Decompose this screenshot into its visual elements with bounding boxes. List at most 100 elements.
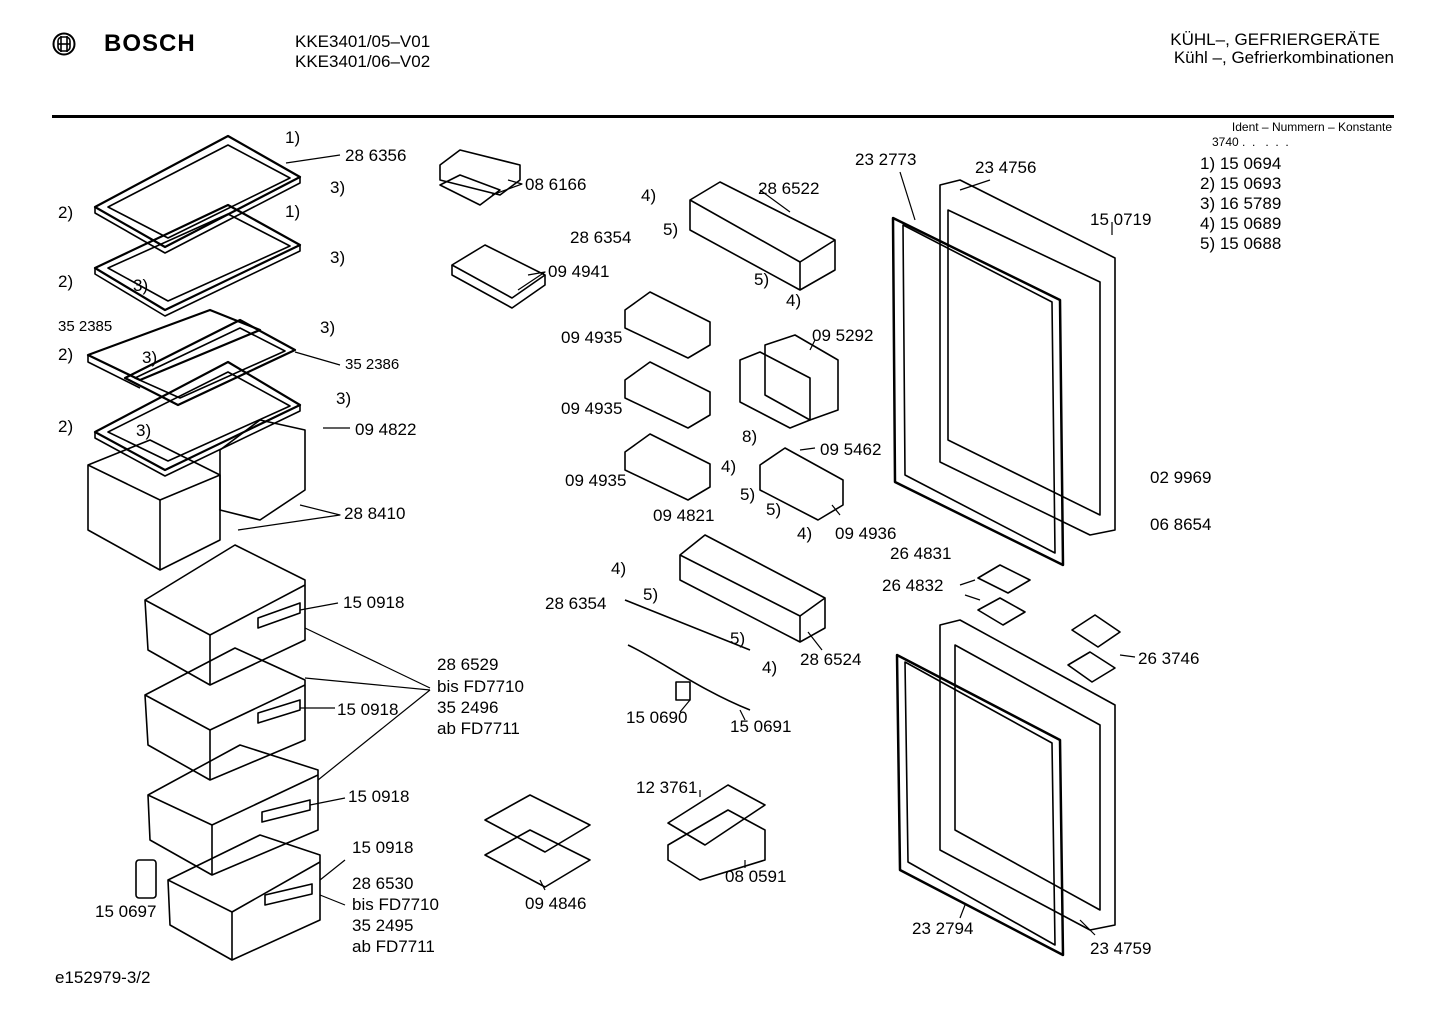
callout-4: 4): [786, 291, 802, 310]
callout-4: 4): [797, 524, 813, 543]
part-label: 06 8654: [1150, 515, 1212, 534]
part-label: 23 2794: [912, 919, 974, 938]
glass-shelf-bottom: [93, 360, 302, 477]
rail-286354: [624, 599, 751, 651]
part-label: 15 0918: [337, 700, 399, 719]
part-label: 09 4935: [561, 399, 623, 418]
part-label: 09 4935: [561, 328, 623, 347]
callout-5: 5): [766, 500, 782, 519]
freezer-door-seal: [895, 653, 1065, 957]
callout-3: 3): [133, 276, 149, 295]
part-label: 15 0690: [626, 708, 688, 727]
callout-2: 2): [58, 203, 74, 222]
dairy-compartment: [739, 334, 839, 429]
switch-150690: [675, 681, 691, 701]
part-label: bis FD7710: [437, 677, 524, 696]
callout-2: 2): [58, 345, 74, 364]
callout-1: 1): [285, 128, 301, 147]
part-label: 09 4822: [355, 420, 417, 439]
cable-150691: [627, 644, 751, 711]
legend-item: 5) 15 0688: [1200, 234, 1282, 253]
ice-cube-tray-123761: [667, 784, 766, 881]
part-label: bis FD7710: [352, 895, 439, 914]
callout-3: 3): [136, 421, 152, 440]
model-line-1: KKE3401/05–V01: [295, 32, 431, 51]
header-rule: [52, 115, 1394, 118]
callout-3: 3): [320, 318, 336, 337]
crisper-drawer-1: [144, 544, 306, 686]
callout-2: 2): [58, 417, 74, 436]
small-bins-pair: [87, 419, 306, 571]
callout-4: 4): [721, 457, 737, 476]
part-label: 35 2386: [345, 356, 400, 373]
door-shelf-286524: [679, 534, 826, 643]
callout-5: 5): [663, 220, 679, 239]
part-label: 23 4759: [1090, 939, 1152, 958]
part-label: 26 3746: [1138, 649, 1200, 668]
legend-item: 1) 15 0694: [1200, 154, 1282, 173]
part-label: 09 5462: [820, 440, 882, 459]
door-bins-094935: [624, 291, 711, 501]
callout-3: 3): [330, 178, 346, 197]
part-label: ab FD7711: [437, 719, 520, 738]
door-shelf-286522: [689, 181, 836, 291]
part-label: 35 2385: [58, 318, 113, 335]
part-label: 09 4935: [565, 471, 627, 490]
part-label: 28 6356: [345, 146, 407, 165]
part-label: 15 0691: [730, 717, 792, 736]
part-label: 09 4821: [653, 506, 715, 525]
part-label: 02 9969: [1150, 468, 1212, 487]
part-label: 15 0918: [343, 593, 405, 612]
callout-5: 5): [754, 270, 770, 289]
crisper-drawer-2: [144, 647, 306, 781]
freezer-flap-264831: [977, 564, 1031, 626]
part-label: 28 6522: [758, 179, 820, 198]
ice-tray-094846: [484, 794, 591, 888]
brand-name: BOSCH: [104, 30, 196, 57]
part-label: 23 4756: [975, 158, 1037, 177]
part-label: 35 2495: [352, 916, 414, 935]
part-label: 15 0697: [95, 902, 157, 921]
part-label: 08 6166: [525, 175, 587, 194]
fridge-door-inner: [939, 179, 1116, 536]
legend-item: 2) 15 0693: [1200, 174, 1282, 193]
callout-4: 4): [611, 559, 627, 578]
part-label: 28 6354: [545, 594, 607, 613]
seal-part-150697: [135, 859, 157, 899]
freezer-door-inner: [939, 619, 1116, 931]
category-line-2: Kühl –, Gefrierkombinationen: [1173, 48, 1394, 67]
legend-item: 3) 16 5789: [1200, 194, 1282, 213]
callout-4: 4): [762, 658, 778, 677]
egg-tray: [451, 244, 546, 309]
part-label: 12 3761: [636, 778, 698, 797]
model-line-2: KKE3401/06–V02: [295, 52, 431, 71]
part-label: 28 6354: [570, 228, 632, 247]
part-label: 28 6530: [352, 874, 414, 893]
part-label: 09 4936: [835, 524, 897, 543]
door-bin-094936: [759, 447, 844, 521]
split-glass-shelf: [86, 308, 297, 407]
category-line-1: KÜHL–, GEFRIERGERÄTE: [1170, 30, 1380, 49]
hinge-263746: [1067, 614, 1121, 683]
part-label: 15 0918: [352, 838, 414, 857]
callout-3: 3): [142, 348, 158, 367]
part-label: 15 0918: [348, 787, 410, 806]
konstante-value: 3740 . . . . .: [1212, 135, 1289, 149]
part-label: ab FD7711: [352, 937, 435, 956]
leader-lines: [237, 154, 1136, 936]
part-label: 09 4846: [525, 894, 587, 913]
bosch-logo-icon: [52, 32, 76, 56]
butter-box: [439, 149, 521, 206]
part-label: 23 2773: [855, 150, 917, 169]
glass-shelf-2: [93, 203, 302, 317]
callout-5: 5): [740, 485, 756, 504]
callout-8: 8): [742, 427, 758, 446]
ident-legend: 1) 15 0694 2) 15 0693 3) 16 5789 4) 15 0…: [1200, 154, 1281, 254]
ident-title: Ident – Nummern – Konstante: [1231, 120, 1392, 134]
part-label: 08 0591: [725, 867, 787, 886]
part-label: 28 6524: [800, 650, 862, 669]
callout-3: 3): [330, 248, 346, 267]
part-label: 26 4832: [882, 576, 944, 595]
part-label: 35 2496: [437, 698, 499, 717]
